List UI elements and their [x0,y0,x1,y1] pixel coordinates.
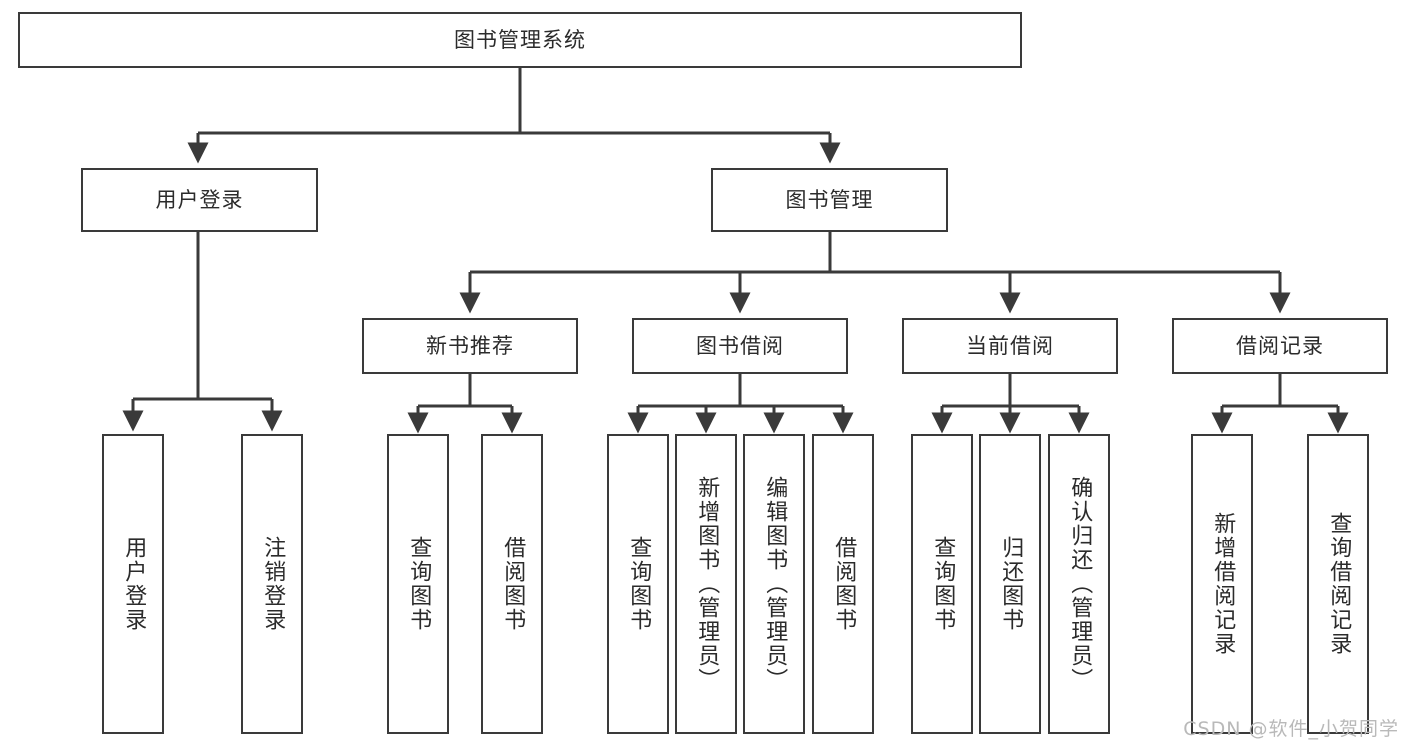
leaf-logout-login[interactable]: 注销登录 [241,434,303,734]
leaf-borrow-book-2-label: 借阅图书 [831,536,857,632]
node-book-borrow-label: 图书借阅 [696,333,784,358]
leaf-return-book-label: 归还图书 [998,536,1024,632]
leaf-user-login[interactable]: 用户登录 [102,434,164,734]
leaf-user-login-label: 用户登录 [121,536,147,632]
leaf-confirm-return-admin[interactable]: 确认归还（管理员） [1048,434,1110,734]
leaf-add-borrow-record[interactable]: 新增借阅记录 [1191,434,1253,734]
node-book-management-label: 图书管理 [785,187,874,212]
node-borrow-record-label: 借阅记录 [1236,333,1324,358]
node-user-login-label: 用户登录 [155,187,244,212]
node-book-borrow[interactable]: 图书借阅 [632,318,848,374]
leaf-query-borrow-record[interactable]: 查询借阅记录 [1307,434,1369,734]
leaf-return-book[interactable]: 归还图书 [979,434,1041,734]
leaf-query-book-1-label: 查询图书 [406,536,432,632]
leaf-query-book-2[interactable]: 查询图书 [607,434,669,734]
leaf-query-book-3-label: 查询图书 [930,536,956,632]
leaf-logout-login-label: 注销登录 [260,536,286,632]
leaf-borrow-book-1-label: 借阅图书 [500,536,526,632]
leaf-edit-book-admin[interactable]: 编辑图书（管理员） [743,434,805,734]
leaf-borrow-book-1[interactable]: 借阅图书 [481,434,543,734]
node-root-label: 图书管理系统 [454,27,586,52]
node-book-management[interactable]: 图书管理 [711,168,948,232]
leaf-add-book-admin[interactable]: 新增图书（管理员） [675,434,737,734]
leaf-query-borrow-record-label: 查询借阅记录 [1326,512,1352,656]
node-root[interactable]: 图书管理系统 [18,12,1022,68]
leaf-add-book-admin-label: 新增图书（管理员） [694,476,720,692]
leaf-borrow-book-2[interactable]: 借阅图书 [812,434,874,734]
node-new-book-recommend-label: 新书推荐 [426,333,514,358]
node-current-borrow[interactable]: 当前借阅 [902,318,1118,374]
leaf-edit-book-admin-label: 编辑图书（管理员） [762,476,788,692]
leaf-query-book-1[interactable]: 查询图书 [387,434,449,734]
leaf-query-book-3[interactable]: 查询图书 [911,434,973,734]
node-new-book-recommend[interactable]: 新书推荐 [362,318,578,374]
leaf-add-borrow-record-label: 新增借阅记录 [1210,512,1236,656]
node-user-login[interactable]: 用户登录 [81,168,318,232]
leaf-query-book-2-label: 查询图书 [626,536,652,632]
node-current-borrow-label: 当前借阅 [966,333,1054,358]
node-borrow-record[interactable]: 借阅记录 [1172,318,1388,374]
leaf-confirm-return-admin-label: 确认归还（管理员） [1067,476,1093,692]
